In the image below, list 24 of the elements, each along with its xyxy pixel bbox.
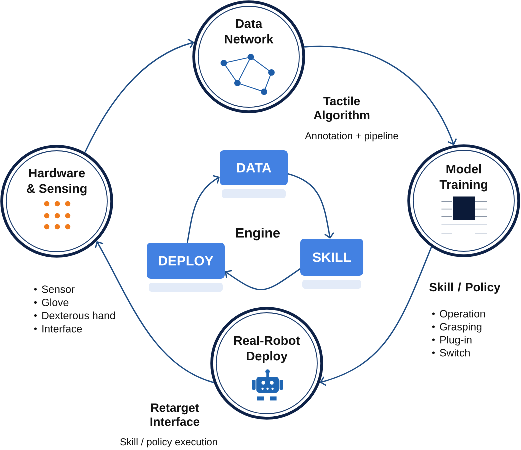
engine-box: SKILL <box>300 239 364 276</box>
list-item: Switch <box>440 349 470 357</box>
list-item: Glove <box>42 298 69 306</box>
list-item: Interface <box>42 325 82 333</box>
curved-arrow <box>95 241 214 384</box>
step-heading: Skill / Policy <box>430 282 501 294</box>
list-item: Sensor <box>42 286 75 294</box>
center-label: Engine <box>236 228 280 241</box>
list-item: Operation <box>440 310 486 320</box>
list-item: Plug-in <box>440 336 472 346</box>
step-note: Annotation + pipeline <box>305 132 398 142</box>
curved-arrow <box>320 246 432 386</box>
curved-arrow <box>186 175 220 244</box>
curved-arrow <box>84 38 195 153</box>
engine-box: DATA <box>220 150 288 186</box>
step-note: Skill / policy execution <box>120 438 218 448</box>
engine-box: DEPLOY <box>147 243 225 279</box>
step-heading: Retarget Interface <box>150 404 200 426</box>
curved-arrow <box>225 268 301 290</box>
list-item: Grasping <box>440 323 482 333</box>
step-heading: Tactile Algorithm <box>314 96 370 122</box>
curved-arrow <box>288 173 334 239</box>
list-item: Dexterous hand <box>42 312 116 320</box>
curved-arrow <box>304 46 458 146</box>
